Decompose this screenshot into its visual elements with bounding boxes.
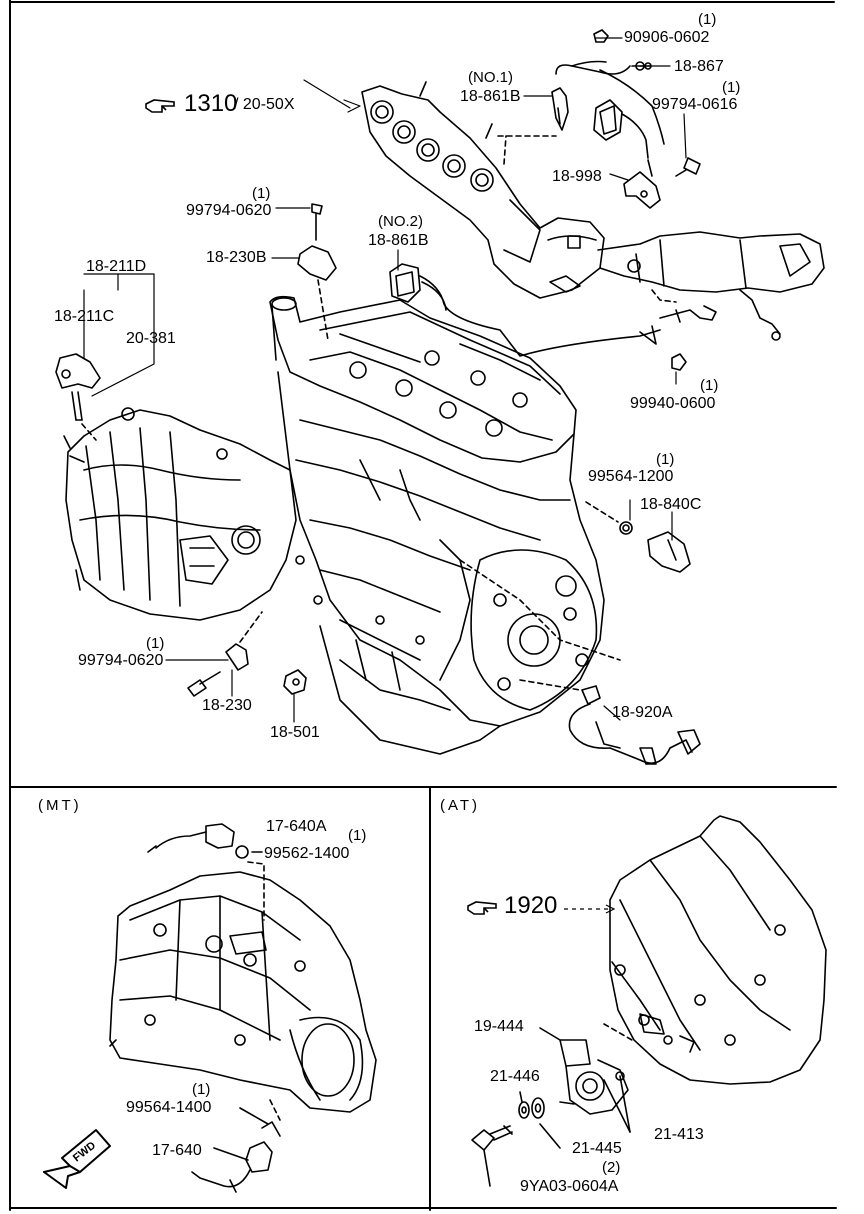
part-18-230b: 18-230B: [206, 249, 267, 266]
part-99794-0616: 99794-0616: [652, 96, 738, 113]
part-99562-1400: 99562-1400: [264, 845, 350, 862]
engine-leader-lines: [83, 37, 687, 723]
part-99940-0600: 99940-0600: [630, 395, 716, 412]
part-17-640: 17-640: [152, 1142, 202, 1159]
exhaust-manifold-drawing: [361, 81, 825, 341]
qty-99794-0620-a: (1): [252, 185, 271, 202]
qty-99564-1400: (1): [192, 1081, 211, 1098]
part-9ya03-0604a: 9YA03-0604A: [520, 1178, 619, 1195]
at-transaxle-drawing: [471, 815, 827, 1187]
frame: [9, 0, 837, 1211]
intake-manifold-drawing: [63, 407, 297, 621]
oxygen-sensor-no2-drawing: [389, 263, 717, 371]
qty-99940-0600: (1): [700, 377, 719, 394]
part-99794-0620-a: 99794-0620: [186, 202, 272, 219]
part-20-381: 20-381: [126, 330, 176, 347]
ref-1920-leader: [564, 904, 616, 914]
part-18-920a: 18-920A: [612, 704, 673, 721]
fwd-arrow-icon: [43, 1129, 111, 1189]
part-99564-1400: 99564-1400: [126, 1099, 212, 1116]
qty-99794-0616: (1): [722, 79, 741, 96]
part-18-861b-no1: 18-861B: [460, 88, 521, 105]
at-section-title: (AT): [440, 797, 481, 814]
part-18-867: 18-867: [674, 58, 724, 75]
part-18-840c: 18-840C: [640, 496, 702, 513]
qty-99564-1200: (1): [656, 451, 675, 468]
part-21-413: 21-413: [654, 1126, 704, 1143]
pointing-hand-icon: [145, 99, 175, 113]
engine-block-drawing: [269, 295, 605, 755]
qty-9ya03-0604a: (2): [602, 1159, 621, 1176]
qty-99562-1400: (1): [348, 827, 367, 844]
ref-1920-number: 1920: [504, 892, 558, 919]
note-18-861b-no1: (NO.1): [468, 69, 513, 86]
part-21-445: 21-445: [572, 1140, 622, 1157]
mt-transaxle-drawing: [109, 823, 377, 1193]
qty-99794-0620-b: (1): [146, 635, 165, 652]
part-17-640a: 17-640A: [266, 818, 327, 835]
part-90906-0602: 90906-0602: [624, 29, 710, 46]
part-21-446: 21-446: [490, 1068, 540, 1085]
part-18-998: 18-998: [552, 168, 602, 185]
part-18-230: 18-230: [202, 697, 252, 714]
note-18-861b-no2: (NO.2): [378, 213, 423, 230]
part-99564-1200: 99564-1200: [588, 468, 674, 485]
qty-90906-0602: (1): [698, 11, 717, 28]
oxygen-sensor-no1-drawing: [497, 29, 701, 209]
ref-1310-suffix: / 20-50X: [234, 96, 295, 113]
part-18-861b-no2: 18-861B: [368, 232, 429, 249]
part-99794-0620-b: 99794-0620: [78, 652, 164, 669]
part-18-211c: 18-211C: [54, 308, 115, 325]
part-18-501: 18-501: [270, 724, 320, 741]
pointing-hand-icon: [467, 901, 497, 915]
sensor-parts-drawing: [55, 203, 701, 765]
part-18-211d: 18-211D: [86, 258, 147, 275]
mt-section-title: (MT): [38, 797, 82, 814]
part-19-444: 19-444: [474, 1018, 524, 1035]
ref-1310-number: 1310: [184, 90, 238, 117]
